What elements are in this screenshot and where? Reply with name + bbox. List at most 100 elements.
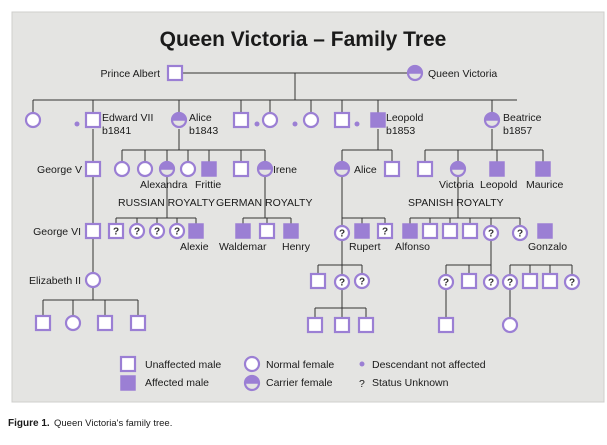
label-leopold-birth: b1853 (386, 125, 415, 137)
diagram-title: Queen Victoria – Family Tree (160, 28, 447, 51)
gen6-a-1-symbol (306, 316, 324, 334)
label-george-vi: George VI (33, 226, 81, 238)
legend-affected-male-label: Affected male (145, 377, 209, 389)
descendant-dot-7 (354, 121, 360, 127)
russian-child-3-symbol (148, 222, 166, 240)
alice-symbol (170, 111, 188, 129)
legend-carrier-female-symbol (243, 374, 261, 392)
gen5-a-1-symbol (309, 272, 327, 290)
alice-child-4-symbol (179, 160, 197, 178)
spanish-child-4-symbol (461, 222, 479, 240)
legend-unaffected-male-symbol (119, 355, 137, 373)
elizabeth-child-1-symbol (34, 314, 52, 332)
gen5-b-1-symbol (437, 273, 455, 291)
rupert-symbol (354, 223, 370, 239)
label-alexandra: Alexandra (140, 179, 187, 191)
leopold-child-2-symbol (383, 160, 401, 178)
russian-child-4-symbol (168, 222, 186, 240)
name-labels: Prince Albert Queen Victoria Edward VII … (29, 68, 567, 287)
connection-lines (32, 72, 573, 318)
gen5-b-3-symbol (482, 273, 500, 291)
alexie-symbol (188, 223, 204, 239)
label-alfonso: Alfonso (395, 241, 430, 253)
victoria-symbol (449, 160, 467, 178)
beatrice-symbol (483, 111, 501, 129)
alexandra-symbol (158, 160, 176, 178)
legend-descendant-dot-symbol (359, 361, 365, 367)
elizabeth-ii-symbol (84, 271, 102, 289)
gen5-b-6-symbol (541, 272, 559, 290)
label-victoria: Victoria (439, 179, 474, 191)
leopold-symbol (370, 112, 386, 128)
elizabeth-child-2-symbol (64, 314, 82, 332)
gen5-b-4-symbol (501, 273, 519, 291)
child-4-symbol (232, 111, 250, 129)
henry-symbol (283, 223, 299, 239)
legend-unaffected-male-label: Unaffected male (145, 359, 221, 371)
russian-child-2-symbol (128, 222, 146, 240)
legend-carrier-female-label: Carrier female (266, 377, 333, 389)
label-george-v: George V (37, 164, 82, 176)
descendant-dot-4 (254, 121, 260, 127)
gonzalo-symbol (537, 223, 553, 239)
child-1-symbol (24, 111, 42, 129)
status-unknown-mark: ? (359, 277, 365, 288)
elizabeth-child-4-symbol (129, 314, 147, 332)
russian-child-1-symbol (107, 222, 125, 240)
status-unknown-mark: ? (569, 278, 575, 289)
status-unknown-mark: ? (174, 227, 180, 238)
label-waldemar: Waldemar (219, 241, 267, 253)
edward-vii-symbol (84, 111, 102, 129)
label-gonzalo: Gonzalo (528, 241, 567, 253)
group-german-royalty: GERMAN ROYALTY (216, 197, 312, 209)
status-unknown-mark: ? (113, 227, 119, 238)
status-unknown-mark: ? (339, 278, 345, 289)
label-prince-albert: Prince Albert (100, 68, 160, 80)
alice-2-child-3-symbol (376, 222, 394, 240)
beatrice-child-1-symbol (416, 160, 434, 178)
frittie-symbol (201, 161, 217, 177)
legend: Unaffected male Affected male Normal fem… (119, 355, 486, 392)
label-alice: Alice (189, 112, 212, 124)
gen5-b-2-symbol (460, 272, 478, 290)
status-unknown-mark: ? (154, 227, 160, 238)
alice-2-child-1-symbol (333, 224, 351, 242)
gen6-a-3-symbol (357, 316, 375, 334)
queen-victoria-symbol (406, 64, 424, 82)
label-edward-vii-birth: b1841 (102, 125, 131, 137)
label-leopold: Leopold (386, 112, 424, 124)
label-alice-2: Alice (354, 164, 377, 176)
legend-unknown-symbol: ? (359, 378, 365, 390)
status-unknown-mark: ? (339, 229, 345, 240)
maurice-symbol (535, 161, 551, 177)
child-7-symbol (333, 111, 351, 129)
gen5-b-7-symbol (563, 273, 581, 291)
gen5-a-2-symbol (333, 273, 351, 291)
descendant-dot-5 (292, 121, 298, 127)
label-beatrice: Beatrice (503, 112, 542, 124)
label-elizabeth-ii: Elizabeth II (29, 275, 81, 287)
caption-figure-number: Figure 1. (8, 418, 50, 429)
alice-child-6-symbol (232, 160, 250, 178)
status-unknown-mark: ? (488, 229, 494, 240)
german-child-2-symbol (258, 222, 276, 240)
spanish-child-5-symbol (482, 224, 500, 242)
descendant-dot-edward (74, 121, 80, 127)
label-maurice: Maurice (526, 179, 564, 191)
label-beatrice-birth: b1857 (503, 125, 532, 137)
leopold-2-symbol (489, 161, 505, 177)
label-edward-vii: Edward VII (102, 112, 153, 124)
child-6-symbol (302, 111, 320, 129)
spanish-child-6-symbol (511, 224, 529, 242)
irene-symbol (256, 160, 274, 178)
gen6-b-1-symbol (437, 316, 455, 334)
george-v-symbol (84, 160, 102, 178)
label-frittie: Frittie (195, 179, 221, 191)
caption-text: Queen Victoria's family tree. (54, 418, 172, 429)
status-unknown-mark: ? (517, 229, 523, 240)
figure-caption: Figure 1. Queen Victoria's family tree. (8, 418, 172, 429)
status-unknown-mark: ? (382, 227, 388, 238)
george-vi-symbol (84, 222, 102, 240)
label-irene: Irene (273, 164, 297, 176)
